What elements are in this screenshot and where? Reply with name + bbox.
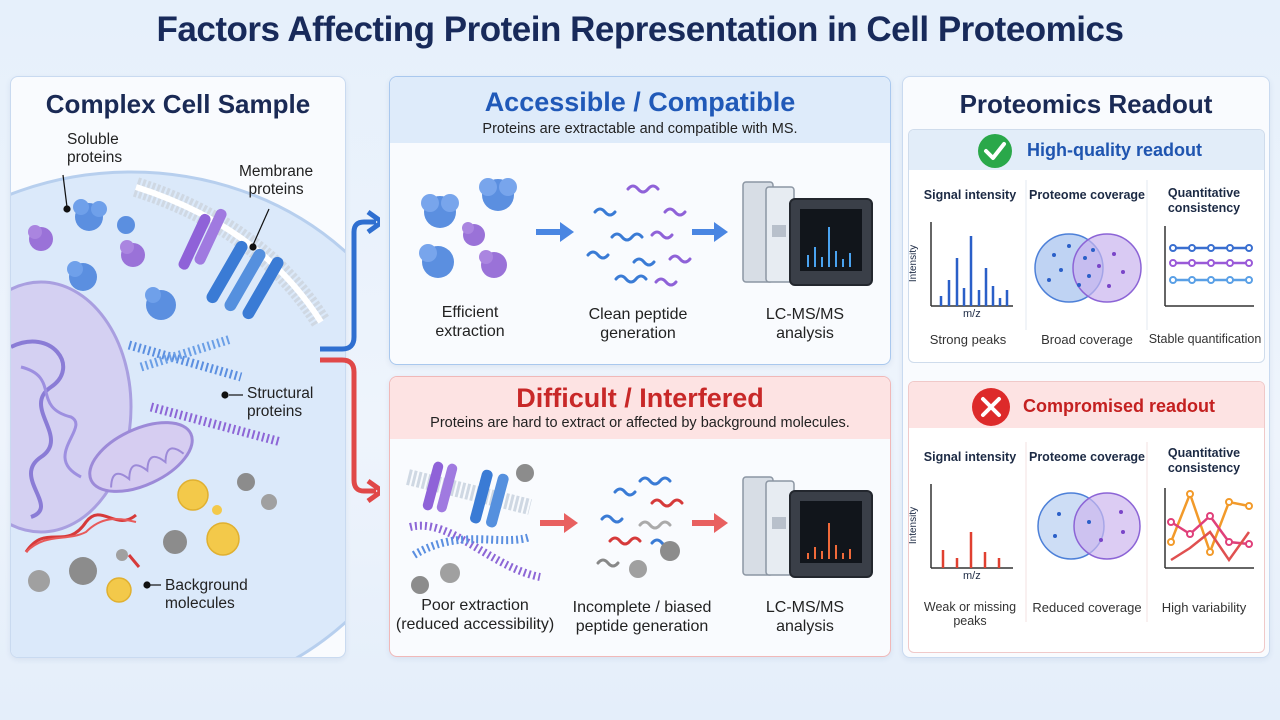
bad-metric-coverage: Proteome coverage — [1028, 450, 1146, 464]
complex-cell-sample-panel: Complex Cell Sample — [10, 76, 346, 658]
soluble-proteins-label: Soluble proteins — [67, 131, 123, 166]
membrane-protein-purple — [178, 208, 227, 270]
lcms-analysis-label-top: LC-MS/MS analysis — [765, 306, 845, 342]
extracted-proteins-icon — [419, 178, 517, 278]
background-molecules-label: Background molecules — [165, 577, 248, 612]
clean-peptide-label: Clean peptide generation — [588, 306, 688, 342]
good-readout-title: High-quality readout — [1027, 140, 1202, 160]
structural-proteins-label: Structural proteins — [247, 385, 314, 420]
page-title: Factors Affecting Protein Representation… — [156, 10, 1124, 49]
peptides-icon — [586, 184, 692, 287]
cell-sample-title: Complex Cell Sample — [45, 89, 311, 119]
lc-ms-instrument-icon — [742, 181, 873, 286]
accessible-panel: Accessible / Compatible Proteins are ext… — [389, 76, 891, 365]
check-icon — [978, 134, 1012, 168]
accessible-header-band — [390, 77, 890, 143]
bad-caption-variability: High variability — [1161, 600, 1247, 615]
membrane-proteins-label: Membrane proteins — [239, 163, 314, 198]
good-axis-y: Intensity — [908, 244, 920, 283]
structural-proteins — [127, 334, 283, 447]
bad-axis-x: m/z — [963, 570, 981, 582]
biased-peptide-label: Incomplete / biased peptide generation — [572, 599, 712, 635]
bad-readout-box: Compromised readout Signal intensity Pro… — [908, 381, 1265, 653]
branch-arrows — [320, 209, 380, 504]
background-molecules — [24, 473, 277, 603]
lc-ms-instrument-icon-2 — [742, 476, 873, 578]
cell-illustration — [11, 170, 345, 657]
good-caption-peaks: Strong peaks — [929, 332, 1007, 347]
proteomics-readout-panel: Proteomics Readout High-quality readout … — [902, 76, 1270, 658]
good-mini-charts — [930, 180, 1254, 330]
good-axis-x: m/z — [963, 308, 981, 320]
poor-extraction-label: Poor extraction (reduced accessibility) — [395, 597, 555, 633]
difficult-header-band — [390, 377, 890, 439]
membrane-protein-blue — [206, 240, 284, 320]
good-metric-consistency: Quantitative consistency — [1167, 186, 1241, 215]
cross-icon — [972, 388, 1010, 426]
good-metric-signal: Signal intensity — [923, 188, 1017, 202]
poor-extraction-icon — [406, 461, 541, 594]
difficult-title: Difficult / Interfered — [516, 383, 764, 413]
accessible-title: Accessible / Compatible — [484, 87, 796, 117]
readout-title: Proteomics Readout — [959, 89, 1213, 119]
bad-metric-signal: Signal intensity — [923, 450, 1017, 464]
bad-caption-coverage: Reduced coverage — [1032, 600, 1142, 615]
biased-peptides-icon — [596, 476, 684, 578]
soluble-proteins — [28, 199, 176, 320]
difficult-workflow — [406, 461, 873, 594]
bad-metric-consistency: Quantitative consistency — [1167, 446, 1241, 475]
bad-mini-charts — [930, 442, 1254, 622]
difficult-subtitle: Proteins are hard to extract or affected… — [430, 415, 850, 431]
efficient-extraction-label: Efficient extraction — [435, 304, 505, 340]
lcms-analysis-label-bottom: LC-MS/MS analysis — [765, 599, 845, 635]
good-caption-quant: Stable quantification — [1148, 332, 1262, 346]
accessible-subtitle: Proteins are extractable and compatible … — [482, 121, 798, 137]
accessible-workflow — [419, 178, 873, 287]
bad-readout-title: Compromised readout — [1023, 396, 1216, 416]
difficult-panel: Difficult / Interfered Proteins are hard… — [389, 376, 891, 657]
bad-axis-y: Intensity — [908, 506, 920, 545]
good-caption-coverage: Broad coverage — [1041, 332, 1133, 347]
good-metric-coverage: Proteome coverage — [1028, 188, 1146, 202]
bad-caption-peaks: Weak or missing peaks — [923, 600, 1017, 628]
good-readout-box: High-quality readout Signal intensity Pr… — [908, 129, 1265, 363]
